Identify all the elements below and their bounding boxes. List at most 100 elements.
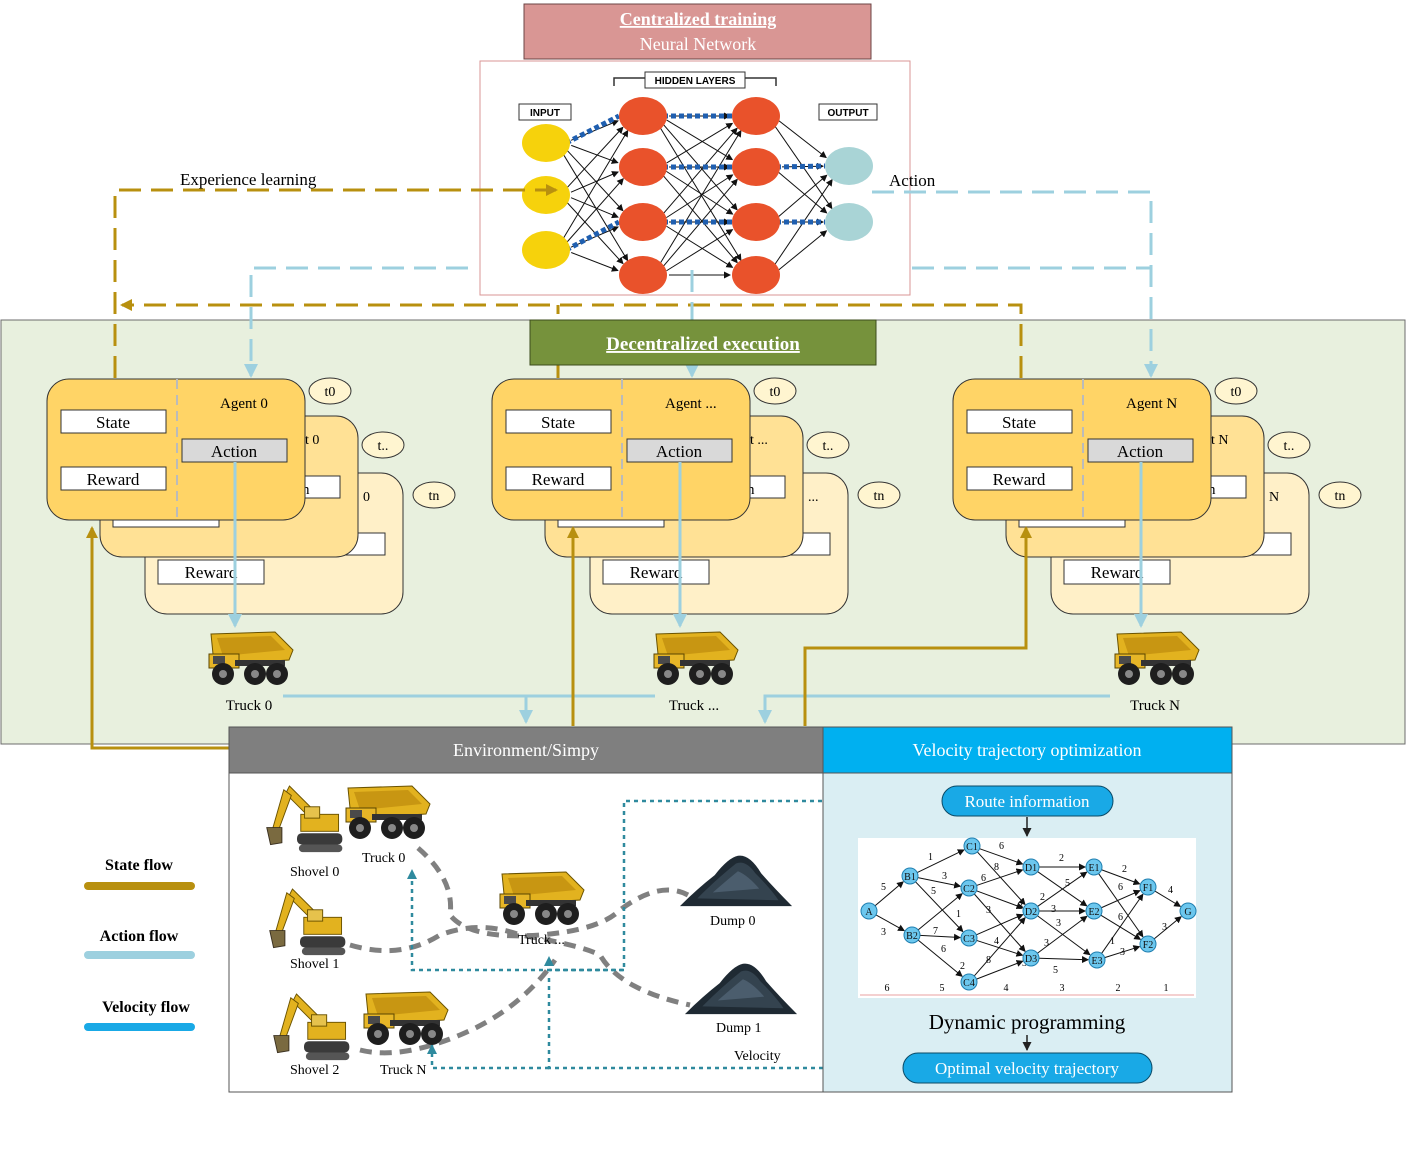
shovel-2-label: Shovel 2 [290,1063,339,1078]
reward-label-back: Reward [1091,563,1144,582]
graph-node [1085,858,1103,876]
agent-to-env-flows [86,526,1110,750]
nn-edge [666,174,734,219]
nn-edge [778,120,827,159]
graph-edge [917,939,963,977]
route-information-pill [941,785,1114,817]
nn-edge [565,126,624,190]
nn-edge [570,252,619,272]
state-label: State [1002,413,1036,432]
graph-edge [1037,871,1088,907]
graph-node-label: B2 [906,931,918,942]
graph-node-label: B1 [904,872,916,883]
edge-weight: 8 [994,862,999,873]
environment-header [228,726,824,774]
legend-action-label: Action flow [100,928,179,945]
time-step-label: t0 [1231,385,1242,400]
action-label: Action [1117,442,1164,461]
reward-box-back [157,559,265,585]
velocity-flow-lines [407,799,942,1070]
nn-output-node [825,203,873,241]
time-step-label: t.. [378,439,389,454]
graph-node-label: C4 [963,978,975,989]
state-label: State [96,413,130,432]
graph-node-label: E2 [1088,907,1099,918]
graph-edge [976,960,1024,980]
graph-edge [917,893,963,931]
graph-node [860,902,878,920]
truck-0-env-label: Truck 0 [362,851,405,866]
nn-highlight-edge [775,163,826,170]
velocity-label: Velocity [734,1049,781,1064]
time-step-label: t0 [770,385,781,400]
nn-edge [666,122,734,164]
reward-box-back [1063,559,1171,585]
graph-node [960,879,978,897]
graph-edge [1100,914,1142,940]
graph-node [1179,902,1197,920]
cut-label-mid: n [747,482,755,498]
nn-hidden-node [732,97,780,135]
edge-weight: 1 [956,909,961,920]
edge-weight: 4 [994,936,999,947]
header-title: Centralized training [620,9,776,29]
graph-node [1022,949,1040,967]
graph-node [1022,858,1040,876]
nn-edge [666,225,734,268]
agent-name: Agent ... [665,396,717,412]
graph-node-label: D1 [1025,863,1037,874]
reward-box [505,466,612,491]
graph-edge [1154,890,1182,907]
truck-0-env-image [345,785,431,840]
nn-edge [657,129,742,268]
reward-label: Reward [532,470,585,489]
nn-edge [777,174,828,218]
cut-label-mid: n [1208,482,1216,498]
nn-hidden-node [619,97,667,135]
route-information-label: Route information [964,792,1090,811]
reward-label: Reward [993,470,1046,489]
time-step-badge [412,481,456,509]
reward-box [60,466,167,491]
nn-edge [666,229,734,272]
graph-node-label: D2 [1025,907,1037,918]
graph-node-label: C3 [963,934,975,945]
reward-label-back: Reward [630,563,683,582]
reward-label-back: Reward [185,563,238,582]
time-step-badge [753,377,797,405]
graph-node [1022,902,1040,920]
nn-edge [565,148,624,212]
graph-edge [976,890,1024,910]
graph-edge [1098,873,1144,938]
edge-weight: 3 [1120,947,1125,958]
edge-weight: 1 [1110,936,1115,947]
graph-node [903,926,921,944]
time-step-badge [1318,481,1362,509]
truck-label: Truck 0 [226,698,273,714]
truck-n-env-label: Truck N [380,1063,427,1078]
graph-edge [1038,956,1090,964]
edge-weight: 2 [1122,864,1127,875]
agent-name-mid: t 0 [305,433,319,448]
nn-edge [666,170,734,215]
graph-edge [874,881,904,907]
vto-title: Velocity trajectory optimization [913,740,1142,760]
time-step-badge [361,431,405,459]
graph-node [1139,878,1157,896]
edge-weight: 5 [881,882,886,893]
time-step-label: tn [1335,489,1346,504]
nn-edge [570,226,619,248]
state-box [60,409,167,434]
graph-edge [1101,893,1144,954]
action-label: Action [656,442,703,461]
time-step-label: tn [874,489,885,504]
nn-hidden-node [619,148,667,186]
time-step-badge [806,431,850,459]
edge-weight: 3 [942,871,947,882]
graph-node [901,867,919,885]
graph-edge [1101,869,1141,886]
truck-label: Truck ... [669,698,719,714]
edge-weight: 6 [981,873,986,884]
state-box [966,409,1073,434]
